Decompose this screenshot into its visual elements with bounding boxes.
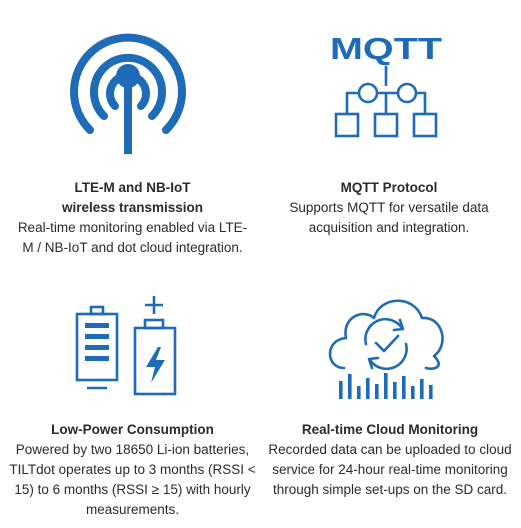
feature-title: MQTT Protocol — [340, 180, 438, 195]
feature-title: LTE-M and NB-IoT wireless transmission — [61, 180, 204, 215]
cloud-check-icon — [322, 286, 452, 411]
feature-lte-nbiot: LTE-M and NB-IoT wireless transmission R… — [5, 178, 260, 258]
antenna-icon — [68, 18, 188, 158]
mqtt-network-icon: MQTT — [325, 30, 447, 150]
battery-icon — [72, 290, 192, 400]
feature-description: Real-time monitoring enabled via LTE-M /… — [17, 220, 248, 255]
feature-description: Recorded data can be uploaded to cloud s… — [268, 442, 512, 497]
feature-low-power: Low-Power Consumption Powered by two 186… — [5, 420, 260, 520]
feature-title: Low-Power Consumption — [51, 422, 214, 437]
feature-description: Supports MQTT for versatile data acquisi… — [289, 200, 489, 235]
mqtt-icon-label: MQTT — [330, 31, 442, 66]
feature-cloud-monitoring: Real-time Cloud Monitoring Recorded data… — [264, 420, 516, 500]
feature-title: Real-time Cloud Monitoring — [301, 422, 479, 437]
feature-mqtt: MQTT Protocol Supports MQTT for versatil… — [264, 178, 514, 238]
feature-description: Powered by two 18650 Li-ion batteries, T… — [9, 442, 256, 517]
